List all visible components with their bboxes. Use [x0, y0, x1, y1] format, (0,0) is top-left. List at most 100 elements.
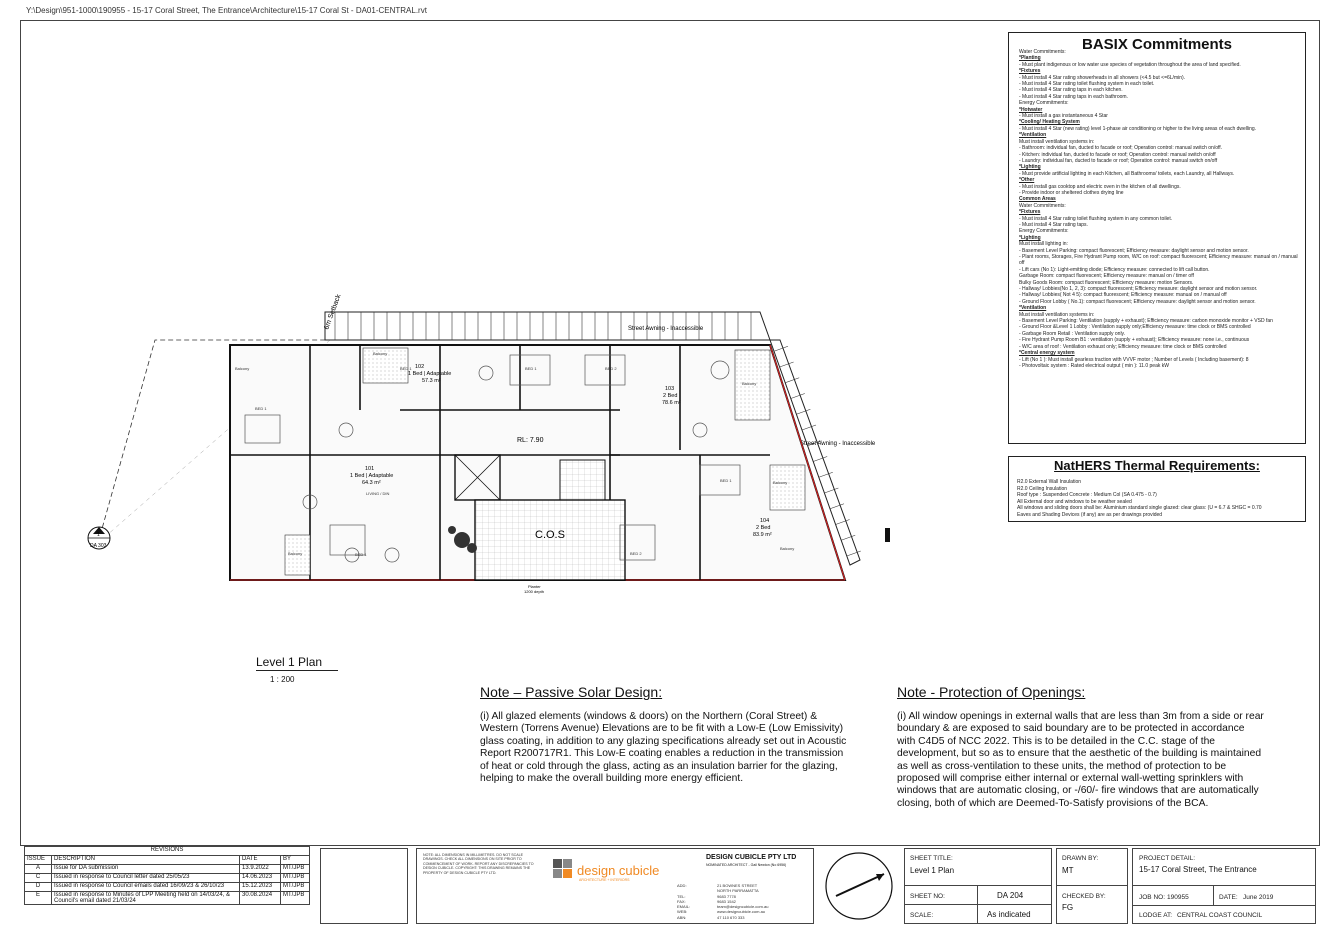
- contact-value: team@designcubicle.com.au: [717, 904, 769, 910]
- revisions-table: REVISIONS ISSUE DESCRIPTION DATE BY A Is…: [24, 846, 310, 905]
- contact-value: 9683 7778: [717, 893, 736, 899]
- north-arrow-block: [818, 848, 900, 922]
- cos-area: [474, 499, 626, 581]
- unit-type: 1 Bed | Adaptable: [408, 371, 451, 377]
- rev-issue: D: [24, 882, 52, 892]
- room-label: Balcony: [373, 351, 387, 356]
- project-label: PROJECT DETAIL:: [1139, 855, 1196, 862]
- basix-line: - Must install 4 Star rating toilet flus…: [1019, 81, 1155, 88]
- rev-header: DESCRIPTION: [51, 855, 240, 865]
- scale-label: SCALE:: [910, 912, 934, 919]
- planter-depth: 1200 depth: [524, 589, 544, 594]
- basix-line: - Bathroom: individual fan, ducted to fa…: [1019, 145, 1223, 152]
- basix-line: - Provide indoor or sheltered clothes dr…: [1019, 189, 1124, 196]
- basix-line: *Fixtures: [1019, 209, 1041, 216]
- basix-line: *Cooling/ Heating System: [1019, 119, 1080, 126]
- rev-date: 15.12.2023: [239, 882, 281, 892]
- basix-line: Common Areas: [1019, 196, 1056, 203]
- checked-by: FG: [1062, 903, 1074, 912]
- unit-area: 64.3 m²: [362, 480, 381, 486]
- basix-line: - Ground Floor Lobby ( No.1): compact fl…: [1019, 298, 1256, 305]
- basix-line: Must install lighting in:: [1019, 241, 1068, 248]
- rev-by: MT/JPB: [280, 882, 310, 892]
- rev-issue: E: [24, 891, 52, 905]
- unit-type: 2 Bed: [756, 525, 770, 531]
- awning-hatch-line: [846, 550, 861, 557]
- unit-area: 57.3 m²: [422, 378, 441, 384]
- note-line: (i) All glazed elements (windows & doors…: [480, 711, 818, 722]
- rev-desc: Issued in response to Minutes of LPP Mee…: [51, 891, 240, 905]
- unit-code: 103: [665, 386, 674, 392]
- basix-line: - Must install 4 Star rating taps in eac…: [1019, 93, 1128, 100]
- unit-type: 1 Bed | Adaptable: [350, 473, 393, 479]
- contact-label: ADD:: [677, 883, 687, 888]
- basix-line: - Laundry: individual fan, ducted to fac…: [1019, 157, 1218, 164]
- awning-hatch-line: [807, 440, 822, 447]
- contact-label: WEB:: [677, 909, 688, 915]
- sheet-title: Level 1 Plan: [910, 866, 955, 875]
- company-logo-text: design cubicle: [577, 863, 660, 878]
- basix-line: - Must install 4 Star (new rating) level…: [1019, 125, 1257, 132]
- basix-line: - Kitchen: individual fan, ducted to fac…: [1019, 151, 1216, 158]
- room-label: BED 2: [630, 551, 642, 556]
- awning-hatch-line: [841, 534, 856, 541]
- basix-body: Water Commitments:*Planting- Must plant …: [1019, 49, 1299, 369]
- note-protection-openings-title: Note - Protection of Openings:: [897, 684, 1086, 700]
- basix-line: Must install ventilation systems in:: [1019, 311, 1095, 318]
- contact-label: FAX:: [677, 898, 686, 904]
- date: June 2019: [1243, 894, 1274, 901]
- table-row: A Issue for DA submission 13.9.2022 MT/J…: [24, 864, 310, 874]
- checked-by-label: CHECKED BY:: [1062, 893, 1106, 900]
- awning-hatch-line: [813, 456, 828, 462]
- room-label: Balcony: [235, 366, 249, 371]
- cos-label: C.O.S: [535, 529, 565, 541]
- drawn-by-label: DRAWN BY:: [1062, 855, 1099, 862]
- basix-line: - Plant rooms, Storages, Fire Hydrant Pu…: [1019, 254, 1298, 267]
- sheet-no-label: SHEET NO:: [910, 893, 945, 900]
- basix-line: *Other: [1019, 177, 1035, 184]
- note-protection-openings: Note - Protection of Openings: (i) All w…: [897, 684, 1307, 810]
- table-row: C Issued in response to Council letter d…: [24, 873, 310, 883]
- room-label: BED 1: [525, 366, 537, 371]
- basix-line: *Ventilation: [1019, 132, 1047, 139]
- basix-line: Energy Commitments:: [1019, 100, 1069, 107]
- basix-line: - Lift cars (No 1): Light-emitting diode…: [1019, 266, 1210, 273]
- nathers-line: Eaves and Shading Devices (if any) are a…: [1017, 511, 1163, 518]
- basix-line: Water Commitments:: [1019, 49, 1066, 55]
- nathers-line: R2.0 Ceiling Insulation: [1017, 485, 1068, 492]
- north-arrow-icon: [825, 852, 893, 920]
- plan-scale: 1 : 200: [270, 675, 295, 684]
- rev-by: MT/JPB: [280, 864, 310, 874]
- contact-value: 9683 1542: [717, 898, 736, 904]
- contact-label: TEL:: [677, 893, 686, 899]
- plan-title: Level 1 Plan: [256, 655, 323, 669]
- company-sub: NOMINATED ARCHITECT - Gail Newton (No 69…: [706, 863, 787, 867]
- room-label: Balcony: [288, 551, 302, 556]
- nathers-line: All windows and sliding doors shall be: …: [1017, 505, 1262, 512]
- basix-line: Energy Commitments:: [1019, 228, 1069, 235]
- company-logo-sub: ARCHITECTURE + INTERIORS: [579, 878, 630, 882]
- planter-label: Planter: [528, 584, 541, 589]
- room-label: BED 1: [255, 406, 267, 411]
- file-path: Y:\Design\951-1000\190955 - 15-17 Coral …: [26, 6, 427, 15]
- contact-label: ABN:: [677, 914, 687, 920]
- nathers-line: Roof type : Suspended Concrete : Medium …: [1017, 492, 1157, 499]
- note-line: helping to make the overall building mor…: [480, 773, 744, 785]
- unit-area: 78.6 m²: [662, 400, 681, 406]
- contact-value: 21 BOWNES STREET: [717, 883, 758, 888]
- section-marker[interactable]: 1 DA 303: [87, 526, 111, 550]
- basix-line: - Garbage Room Retail : Ventilation supp…: [1019, 330, 1126, 337]
- room-label: LIVING / DIN: [366, 491, 389, 496]
- basix-line: - Hallway/ Lobbies( Not 4 5): compact fl…: [1019, 292, 1227, 299]
- awning-hatch-line: [824, 487, 839, 494]
- rev-date: 13.9.2022: [239, 864, 281, 874]
- rev-header: DATE: [239, 855, 281, 865]
- room-label: BED 1: [400, 366, 412, 371]
- level-1-floor-plan[interactable]: 6m Setback 6000 Street Awning - Inaccess…: [80, 270, 900, 600]
- basix-line: - Must install a gas instantaneous 4 Sta…: [1019, 113, 1108, 120]
- rl-label: RL: 7.90: [517, 437, 544, 444]
- basix-line: - Basement Level Parking: compact fluore…: [1019, 247, 1249, 254]
- basix-line: *Lighting: [1019, 234, 1041, 241]
- awning-label: Street Awning - Inaccessible: [628, 326, 704, 332]
- note-line: glass coating, in addition to any glazin…: [480, 735, 847, 747]
